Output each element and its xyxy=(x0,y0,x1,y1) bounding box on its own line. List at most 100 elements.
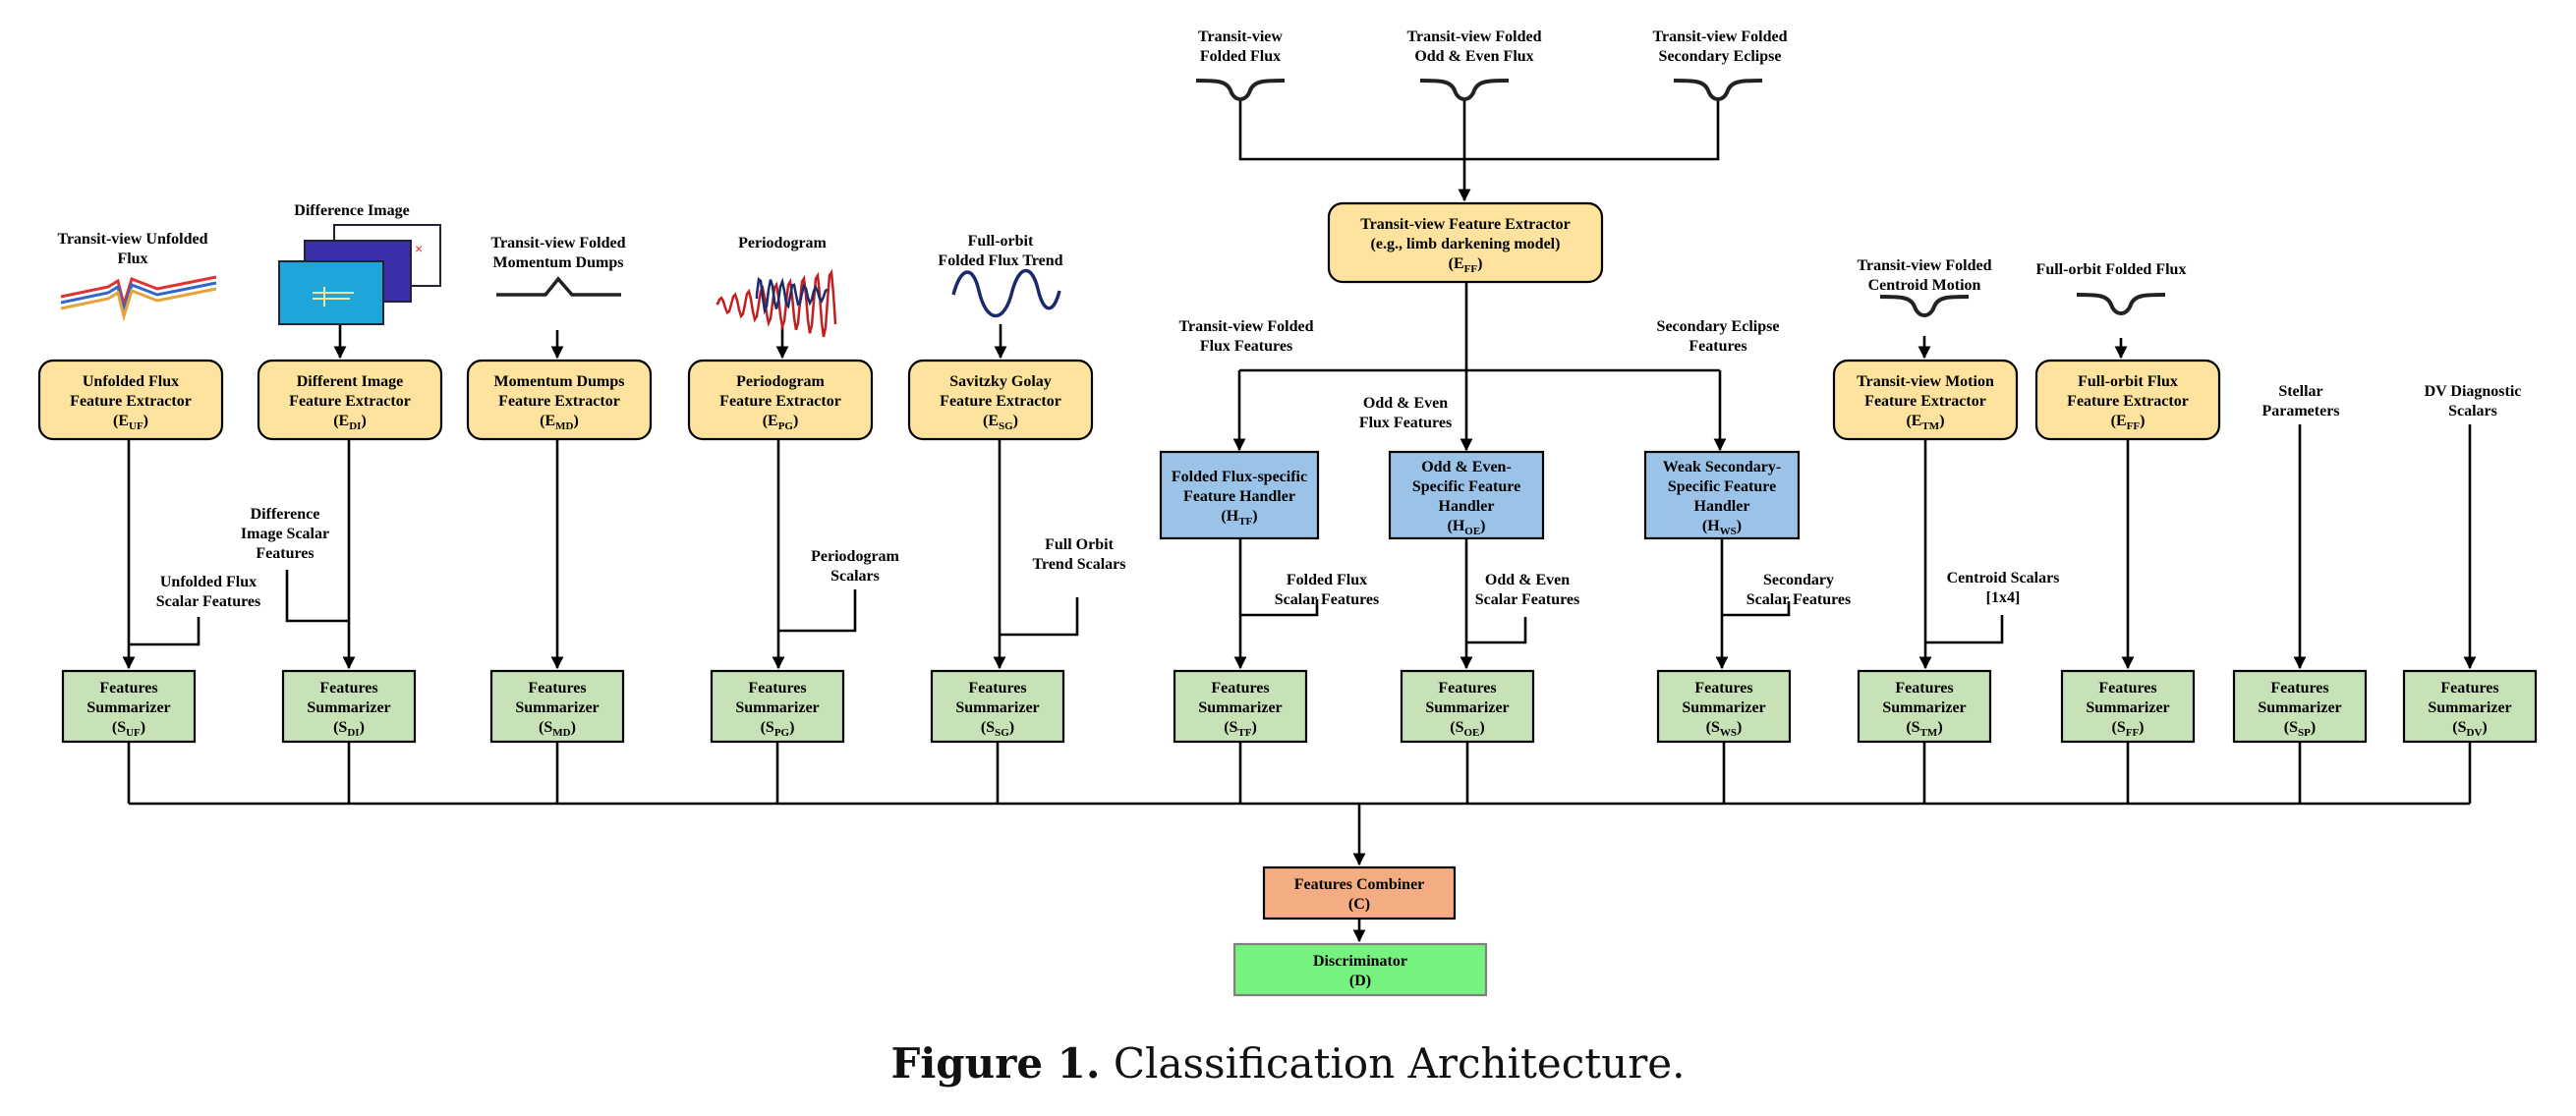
periodogram-blue-curve-icon xyxy=(755,276,829,315)
difference-image-extractor-shape xyxy=(257,359,443,441)
unfolded-flux-extractor-shape xyxy=(37,359,224,441)
secondary-eclipse-lightcurve-icon xyxy=(1673,79,1763,101)
discriminator-label: Discriminator(D) xyxy=(1313,953,1407,989)
periodogram-scalars-bracket xyxy=(778,589,857,633)
momentum-dump-icon xyxy=(496,276,621,297)
summarizer-bus xyxy=(127,742,2472,806)
unfolded-flux-curve-icon xyxy=(60,287,217,322)
odd-even-lightcurve-icon xyxy=(1419,79,1510,101)
features-summarizer-ws-shape xyxy=(1656,669,1792,744)
input-label-full-orbit-flux: Full-orbit Folded Flux xyxy=(2036,261,2187,278)
input-label-periodogram: Periodogram xyxy=(738,235,827,251)
features-summarizer-sp-shape xyxy=(2232,669,2368,744)
discriminator: Discriminator(D) xyxy=(1232,942,1488,997)
difference-image-close-icon: × xyxy=(415,241,423,256)
odd-even-handler-shape xyxy=(1388,450,1545,540)
secondary-scalars-bracket xyxy=(1722,601,1791,617)
input-label-difference-image: Difference Image xyxy=(294,202,409,219)
momentum-dumps-extractor-shape xyxy=(466,359,653,441)
unfolded-flux-curve-icon xyxy=(60,281,217,316)
features-summarizer-md-shape xyxy=(489,669,625,744)
unfolded-flux-curve-icon xyxy=(60,275,217,310)
figure-caption: Figure 1. Classification Architecture. xyxy=(0,1039,2576,1088)
odd-even-scalars-bracket xyxy=(1466,617,1527,644)
central-feature-extractor-label: Transit-view Feature Extractor(e.g., lim… xyxy=(1360,216,1571,275)
features-summarizer-ff-shape xyxy=(2060,669,2196,744)
features-summarizer-uf-shape xyxy=(61,669,197,744)
features-summarizer-pg-shape xyxy=(710,669,845,744)
centroid-motion-icon xyxy=(1879,295,1970,317)
centroid-scalars-bracket xyxy=(1925,615,2004,644)
savitzky-golay-extractor-shape xyxy=(907,359,1094,441)
trend-scalars-bracket xyxy=(1000,597,1079,637)
caption-text: Classification Architecture. xyxy=(1113,1039,1686,1088)
features-summarizer-sg-shape xyxy=(930,669,1065,744)
weak-secondary-handler-shape xyxy=(1643,450,1801,540)
savitzky-golay-trend-icon xyxy=(951,268,1061,318)
full-orbit-flux-extractor-shape xyxy=(2034,359,2221,441)
difference-image-pixels-icon xyxy=(313,287,354,307)
periodogram-red-curve-icon xyxy=(716,268,837,338)
unfolded-scalars-bracket xyxy=(129,617,200,646)
discriminator-shape xyxy=(1232,942,1488,997)
folded-scalars-bracket xyxy=(1240,599,1319,617)
features-combiner-shape xyxy=(1262,865,1457,921)
central-feature-extractor: Transit-view Feature Extractor(e.g., lim… xyxy=(1327,201,1604,284)
label-centroid-scalars: Centroid Scalars[1x4] xyxy=(1947,570,2060,606)
features-combiner: Features Combiner(C) xyxy=(1262,865,1457,921)
folded-flux-handler-shape xyxy=(1159,450,1320,540)
folded-flux-lightcurve-icon xyxy=(1195,79,1286,101)
features-combiner-label: Features Combiner(C) xyxy=(1294,876,1425,913)
full-orbit-flux-icon xyxy=(2076,293,2166,315)
transit-motion-extractor-shape xyxy=(1832,359,2019,441)
